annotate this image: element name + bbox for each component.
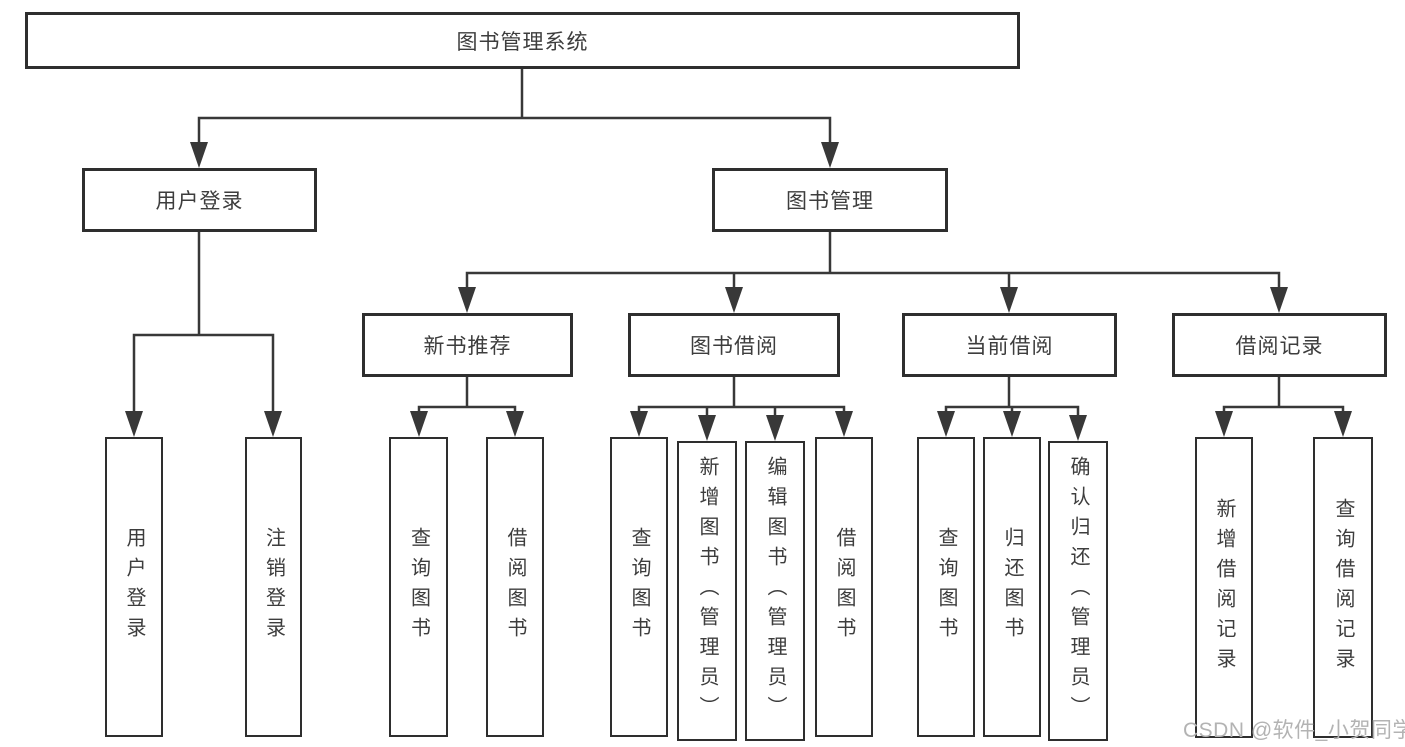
- leaf-add-borrow-record: 新增借阅记录: [1195, 437, 1253, 738]
- node-library-management-system: 图书管理系统: [25, 12, 1020, 69]
- leaf-query-book: 查询图书: [389, 437, 448, 737]
- leaf-edit-book-admin: 编辑图书（管理员）: [745, 441, 805, 741]
- node-book-management: 图书管理: [712, 168, 948, 232]
- leaf-logout: 注销登录: [245, 437, 302, 737]
- leaf-confirm-return-admin: 确认归还（管理员）: [1048, 441, 1108, 741]
- node-new-book-recommend: 新书推荐: [362, 313, 573, 377]
- leaf-borrow-book: 借阅图书: [815, 437, 873, 737]
- leaf-user-login: 用户登录: [105, 437, 163, 737]
- node-book-borrow: 图书借阅: [628, 313, 840, 377]
- node-borrow-record: 借阅记录: [1172, 313, 1387, 377]
- leaf-add-book-admin: 新增图书（管理员）: [677, 441, 737, 741]
- node-current-borrow: 当前借阅: [902, 313, 1117, 377]
- watermark: CSDN @软件_小贺同学: [1183, 719, 1405, 742]
- leaf-borrow-book: 借阅图书: [486, 437, 544, 737]
- arrowhead-icons: [125, 142, 1352, 441]
- leaf-query-book: 查询图书: [917, 437, 975, 737]
- node-user-login: 用户登录: [82, 168, 317, 232]
- leaf-return-book: 归还图书: [983, 437, 1041, 737]
- leaf-query-book: 查询图书: [610, 437, 668, 737]
- leaf-query-borrow-record: 查询借阅记录: [1313, 437, 1373, 738]
